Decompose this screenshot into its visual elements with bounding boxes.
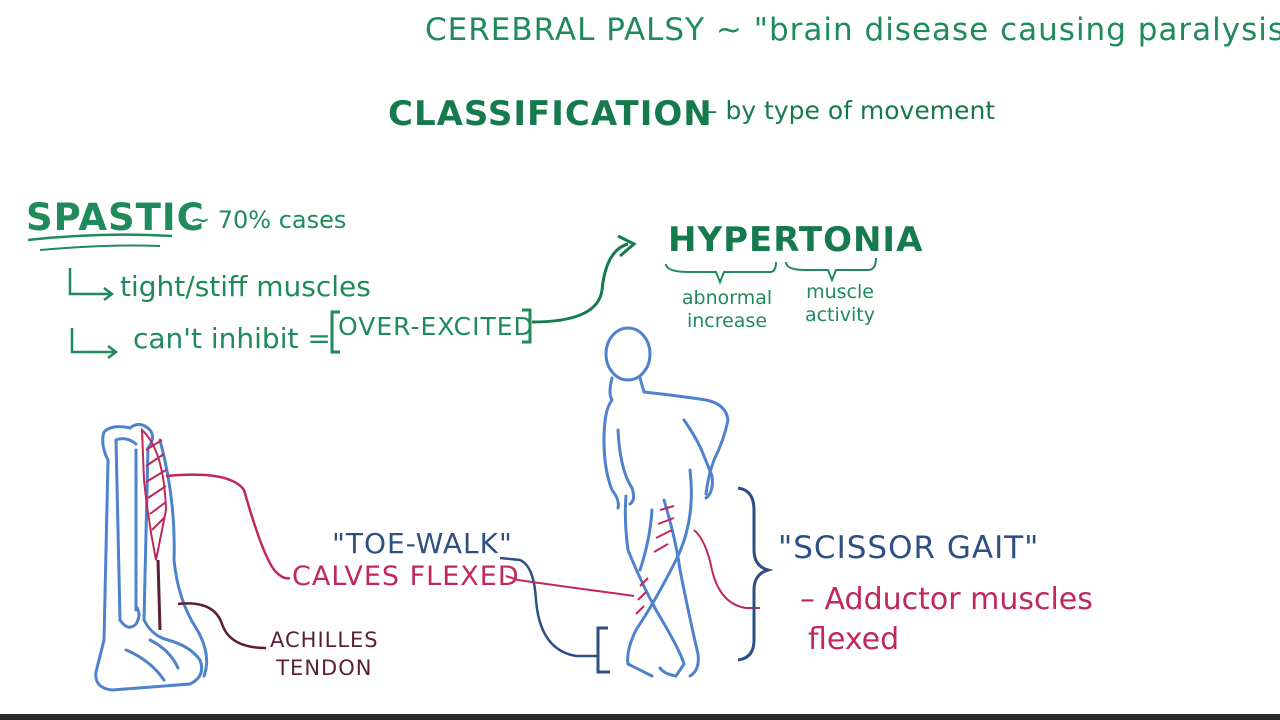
page-title: CEREBRAL PALSY ~ "brain disease causing … (425, 12, 1280, 48)
adductor-label-line-2: flexed (808, 622, 900, 657)
achilles-connector (177, 602, 267, 650)
hypertonia-part-2-label: muscle activity (804, 281, 876, 326)
hypertonia-part-1-label: abnormal increase (681, 287, 773, 332)
adductor-label-line-1: – Adductor muscles (800, 582, 1093, 617)
over-excited-bracket-left (330, 310, 340, 354)
achilles-tendon-highlight (156, 559, 162, 631)
lower-leg-figure (94, 423, 209, 692)
hypertonia-brace-1 (665, 261, 777, 285)
spastic-underline (27, 233, 173, 242)
calves-flexed-connector (505, 575, 635, 597)
adductor-muscles-label: – Adductor muscles flexed (800, 580, 1093, 660)
spastic-percent: ~ 70% cases (190, 206, 347, 234)
achilles-label-line-2: TENDON (276, 656, 373, 680)
toe-walk-bracket (596, 626, 610, 674)
classification-heading: CLASSIFICATION (388, 94, 713, 134)
spastic-bullet-2: can't inhibit = (133, 322, 331, 355)
adductor-muscle-highlight (635, 505, 675, 615)
over-excited-bracket-right (522, 308, 532, 344)
toe-walk-connector (499, 556, 598, 658)
spastic-underline-2 (39, 244, 161, 251)
classification-subtitle: – by type of movement (705, 96, 996, 125)
bottom-edge-bar (0, 714, 1280, 720)
calf-muscle-highlight (140, 427, 168, 561)
scissor-gait-figure (602, 326, 730, 678)
calves-flexed-label: CALVES FLEXED (292, 561, 520, 592)
achilles-tendon-label: ACHILLES TENDON (270, 626, 379, 682)
achilles-label-line-1: ACHILLES (270, 628, 379, 652)
over-excited-label: OVER-EXCITED (338, 312, 534, 341)
over-excited-arrow (531, 242, 629, 324)
spastic-heading: SPASTIC (26, 196, 205, 239)
scissor-gait-brace (737, 486, 774, 662)
calves-connector (165, 473, 291, 580)
over-excited-arrowhead-icon (617, 234, 637, 258)
toe-walk-label: "TOE-WALK" (332, 527, 513, 560)
scissor-gait-label: "SCISSOR GAIT" (778, 530, 1040, 566)
spastic-bullet-1: tight/stiff muscles (120, 270, 371, 303)
bullet-2-hook-icon (70, 328, 119, 359)
bullet-1-hook-icon (68, 268, 115, 301)
hypertonia-brace-2 (785, 257, 877, 283)
adductor-connector (693, 529, 760, 609)
hypertonia-word: HYPERTONIA (668, 220, 924, 260)
